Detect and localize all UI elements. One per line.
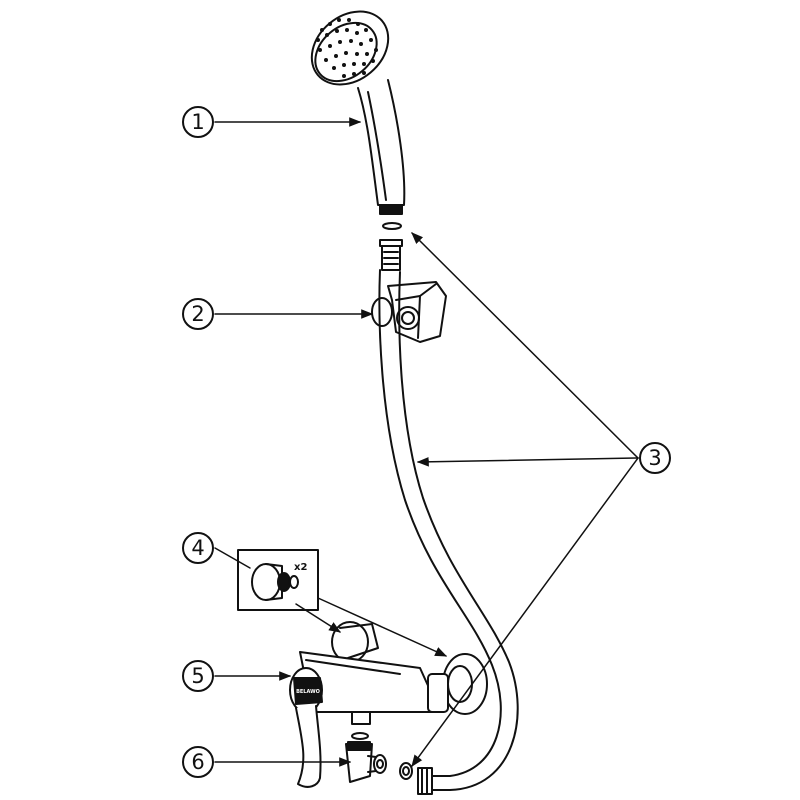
spray-nozzles (316, 18, 378, 78)
wall-bracket (371, 281, 447, 343)
leader-3a (411, 232, 639, 459)
diverter-outlet (345, 741, 387, 783)
callout-circle-6 (182, 746, 214, 778)
callout-label-4: 4 (191, 536, 204, 560)
leader-4-box (214, 547, 251, 569)
leader-4a (295, 603, 342, 633)
callout-circle-4 (182, 532, 214, 564)
callout-circle-3 (639, 442, 671, 474)
callout-label-1: 1 (191, 110, 204, 134)
callout-label-6: 6 (191, 750, 204, 774)
callout-label-3: 3 (648, 446, 661, 470)
callout-circle-1 (182, 106, 214, 138)
mixer-body (289, 621, 488, 788)
hand-shower (310, 10, 406, 215)
eccentric-detail-box (237, 549, 319, 611)
leader-3c (411, 457, 639, 767)
callout-label-5: 5 (191, 664, 204, 688)
washer-top (382, 222, 402, 230)
quantity-label: x2 (294, 562, 307, 573)
hose-bottom-fitting (399, 762, 433, 795)
callout-circle-2 (182, 298, 214, 330)
hose-top-fitting (379, 239, 403, 271)
callout-label-2: 2 (191, 302, 204, 326)
leader-4b (317, 597, 448, 657)
brand-mark: BELAWO (296, 689, 320, 695)
callout-circle-5 (182, 660, 214, 692)
leader-3b (416, 457, 639, 467)
